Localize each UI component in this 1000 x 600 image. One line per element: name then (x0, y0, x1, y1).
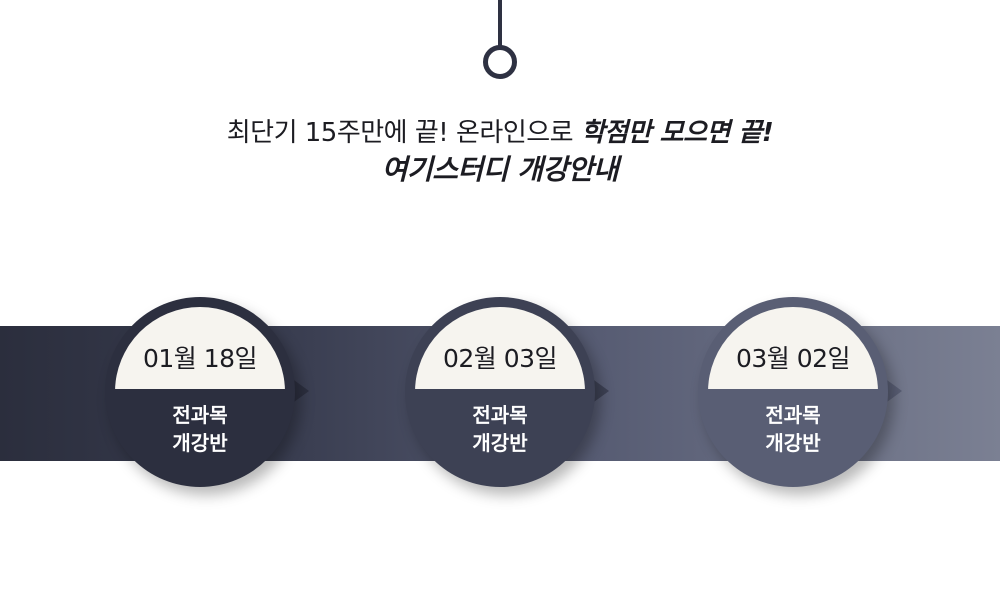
date-area (708, 307, 878, 477)
step-line-1: 전과목 (172, 403, 228, 427)
step-line-2: 개강반 (765, 431, 821, 455)
date-area (115, 307, 285, 477)
step-circle: 02월 03일 전과목 개강반 (405, 297, 595, 487)
step-description: 전과목 개강반 (698, 401, 888, 457)
schedule-step-1: 01월 18일 전과목 개강반 (105, 297, 309, 487)
connector-line (498, 0, 502, 46)
page-title-text: 여기스터디 개강안내 (381, 153, 619, 186)
headline-emphasis: 학점만 모으면 끝! (580, 118, 774, 148)
headline-text: 최단기 15주만에 끝! 온라인으로 (226, 118, 581, 148)
step-date: 01월 18일 (142, 344, 258, 373)
page-title: 여기스터디 개강안내 (375, 148, 625, 188)
step-line-1: 전과목 (765, 403, 821, 427)
schedule-step-2: 02월 03일 전과목 개강반 (405, 297, 609, 487)
title-wrap: 여기스터디 개강안내 (0, 148, 1000, 188)
step-circle: 03월 02일 전과목 개강반 (698, 297, 888, 487)
schedule-step-3: 03월 02일 전과목 개강반 (698, 297, 902, 487)
step-circle: 01월 18일 전과목 개강반 (105, 297, 295, 487)
step-description: 전과목 개강반 (405, 401, 595, 457)
headline: 최단기 15주만에 끝! 온라인으로 학점만 모으면 끝! (0, 112, 1000, 149)
step-date: 02월 03일 (442, 344, 558, 373)
step-date: 03월 02일 (735, 344, 851, 373)
step-line-2: 개강반 (472, 431, 528, 455)
step-description: 전과목 개강반 (105, 401, 295, 457)
step-line-2: 개강반 (172, 431, 228, 455)
step-line-1: 전과목 (472, 403, 528, 427)
date-area (415, 307, 585, 477)
connector-ring-icon (483, 45, 517, 79)
